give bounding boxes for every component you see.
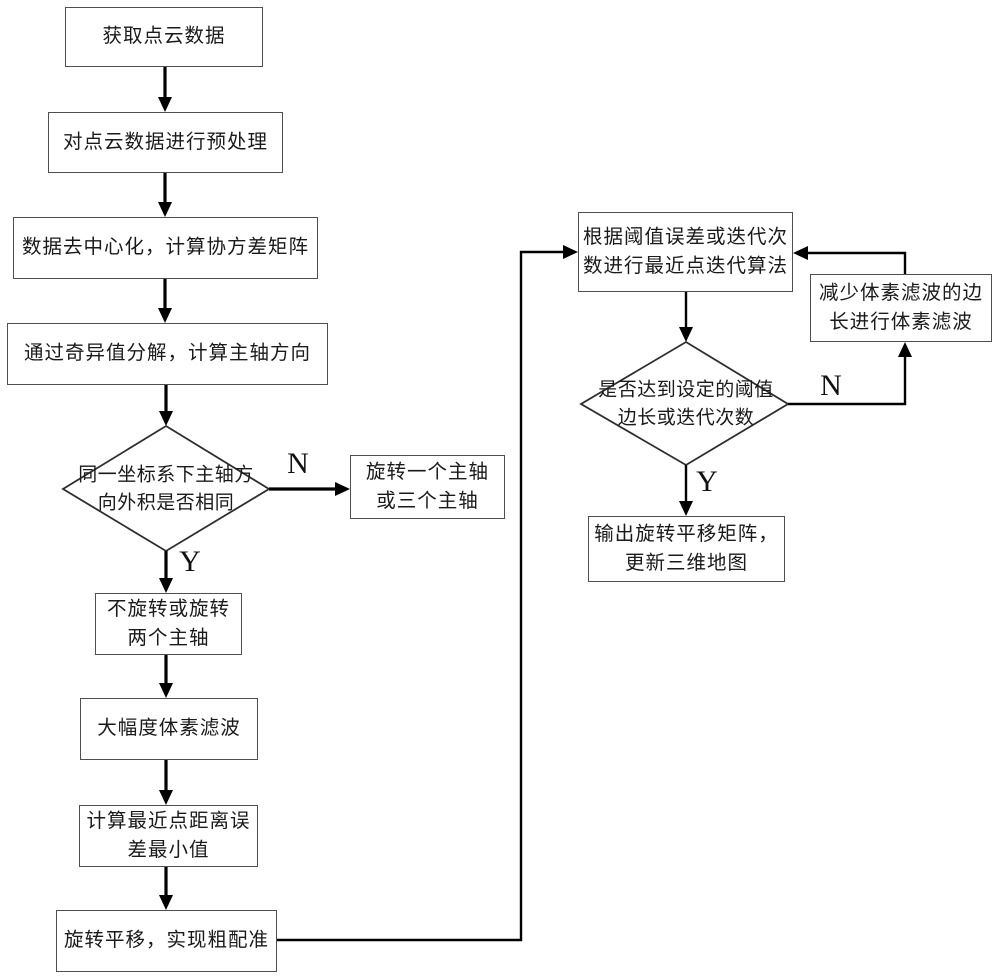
branch-label-threshold-check-no: N [820, 369, 842, 402]
edge-reduce-voxel-to-icp [793, 246, 907, 274]
edge-svd-to-axis-check [159, 385, 173, 426]
node-rotate-one-or-three: 旋转一个主轴 或三个主轴 [350, 455, 505, 519]
node-output-matrix-update-map: 输出旋转平移矩阵， 更新三维地图 [588, 516, 785, 582]
node-rotate-two-or-none: 不旋转或旋转 两个主轴 [95, 593, 242, 655]
edge-coarse-reg-to-icp [277, 245, 578, 942]
node-decenter-covariance: 数据去中心化，计算协方差矩阵 [13, 217, 318, 279]
node-coarse-registration: 旋转平移，实现粗配准 [56, 910, 277, 972]
branch-label-axis-check-no: N [287, 447, 309, 480]
edge-decenter-to-svd [158, 279, 172, 323]
edge-axis-check-no-to-rotate-one [269, 482, 350, 496]
node-reduce-voxel-filter: 减少体素滤波的边 长进行体素滤波 [810, 274, 992, 342]
edge-threshold-check-yes-to-output [679, 465, 693, 516]
edge-min-error-to-coarse-reg [159, 867, 173, 910]
node-svd-principal-axis: 通过奇异值分解，计算主轴方向 [7, 323, 328, 385]
edge-rotate-two-to-voxel-large [159, 655, 173, 698]
edge-get-data-to-preprocess [158, 67, 172, 112]
node-get-data: 获取点云数据 [65, 7, 263, 67]
node-preprocess: 对点云数据进行预处理 [48, 112, 283, 173]
edge-threshold-check-no-to-reduce-voxel [788, 342, 912, 406]
node-icp-algorithm: 根据阈值误差或迭代次 数进行最近点迭代算法 [578, 212, 793, 292]
node-large-voxel-filter: 大幅度体素滤波 [80, 698, 258, 760]
decision-axis-check-label: 同一坐标系下主轴方 向外积是否相同 [78, 464, 254, 513]
edge-axis-check-yes-to-rotate-two [159, 551, 173, 593]
decision-threshold-check-label: 是否达到设定的阈值 边长或迭代次数 [598, 379, 774, 428]
node-min-distance-error: 计算最近点距离误 差最小值 [79, 805, 258, 867]
branch-label-threshold-check-yes: Y [696, 465, 718, 498]
edge-voxel-large-to-min-error [159, 760, 173, 805]
branch-label-axis-check-yes: Y [179, 545, 201, 578]
edge-icp-to-threshold-check [679, 292, 693, 342]
edge-preprocess-to-decenter [158, 173, 172, 217]
